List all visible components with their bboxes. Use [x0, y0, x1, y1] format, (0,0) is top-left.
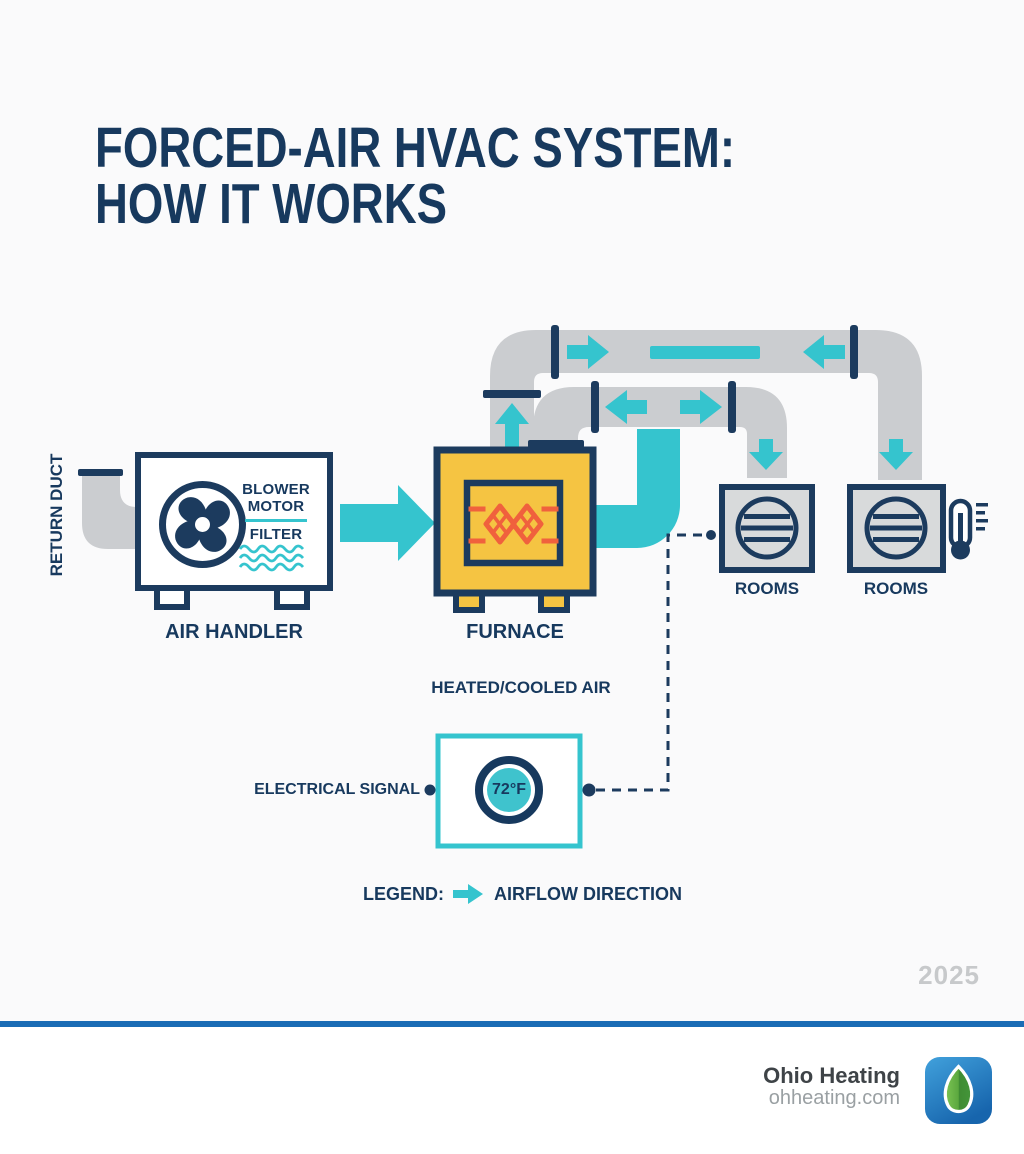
- flange: [591, 381, 599, 433]
- furnace-panel: [463, 479, 564, 567]
- wire-dot: [582, 783, 596, 797]
- airflow-arrow-icon: [453, 884, 483, 904]
- flange: [850, 325, 858, 379]
- thermostat-temperature: 72°F: [492, 781, 526, 798]
- heated-cooled-air-label: HEATED/COOLED AIR: [431, 678, 611, 697]
- footer-branding: Ohio Heating ohheating.com: [600, 1064, 900, 1109]
- divider-line: [245, 519, 307, 522]
- return-duct-label: RETURN DUCT: [47, 453, 66, 577]
- heat-exchanger-icon: [468, 503, 559, 545]
- dashed-wire: [596, 533, 706, 792]
- page-title: FORCED-AIR HVAC SYSTEM: HOW IT WORKS: [95, 116, 736, 236]
- legend-label: AIRFLOW DIRECTION: [494, 883, 682, 904]
- airflow-arrow-icon: [567, 335, 609, 369]
- title-line-2: HOW IT WORKS: [95, 172, 448, 236]
- flange: [528, 440, 584, 448]
- rooms-label-2: ROOMS: [863, 579, 929, 598]
- footer-divider: [0, 1021, 1024, 1027]
- room-register-2: [847, 484, 946, 573]
- leaf-logo-icon: [925, 1057, 992, 1124]
- vent-grille-icon: [735, 496, 799, 560]
- air-handler-unit: [135, 452, 333, 610]
- fan-icon: [159, 481, 246, 568]
- airflow-bar: [650, 346, 760, 359]
- furnace-label: FURNACE: [466, 621, 564, 643]
- flange: [78, 469, 123, 476]
- air-handler-label: AIR HANDLER: [165, 621, 303, 643]
- duct-flanges: [78, 325, 858, 476]
- electrical-signal-path: [424, 530, 716, 797]
- flange: [728, 381, 736, 433]
- filter-waves-icon: [238, 544, 305, 572]
- footer-background: [0, 1027, 1024, 1154]
- year-label: 2025: [918, 960, 980, 990]
- company-website: ohheating.com: [768, 1086, 900, 1109]
- legend: LEGEND: AIRFLOW DIRECTION: [363, 882, 682, 906]
- wire-dot: [706, 530, 716, 540]
- flange: [551, 325, 559, 379]
- electrical-signal-label: ELECTRICAL SIGNAL: [254, 781, 420, 798]
- airflow-arrow-icon: [340, 485, 435, 561]
- furnace-unit: [433, 446, 597, 613]
- airflow-arrow-icon: [680, 390, 722, 424]
- furnace-supply-duct-teal: [595, 429, 680, 548]
- blower-label: BLOWER: [242, 481, 310, 498]
- thermostat-dial-icon: [475, 756, 543, 824]
- vent-grille-icon: [864, 496, 928, 560]
- flange: [483, 390, 541, 398]
- return-duct-elbow: [82, 476, 138, 549]
- airflow-arrow-icon: [495, 403, 529, 448]
- airflow-arrow-icon: [605, 390, 647, 424]
- supply-duct-upper: [490, 330, 922, 480]
- room-register-1: [719, 484, 815, 573]
- airflow-arrow-icon: [749, 439, 783, 470]
- motor-label: MOTOR: [247, 498, 305, 515]
- legend-prefix: LEGEND:: [363, 883, 444, 904]
- thermostat: [435, 733, 583, 849]
- airflow-arrow-icon: [803, 335, 845, 369]
- wire-dot: [424, 784, 436, 796]
- air-handler-internals: BLOWER MOTOR FILTER: [233, 481, 319, 543]
- rooms-label-1: ROOMS: [734, 579, 800, 598]
- title-line-1: FORCED-AIR HVAC SYSTEM:: [95, 116, 736, 180]
- thermometer-icon: [948, 498, 988, 560]
- filter-label: FILTER: [249, 526, 303, 543]
- airflow-arrow-icon: [879, 439, 913, 470]
- company-name: Ohio Heating: [763, 1063, 900, 1088]
- airflow-arrows: [340, 335, 913, 561]
